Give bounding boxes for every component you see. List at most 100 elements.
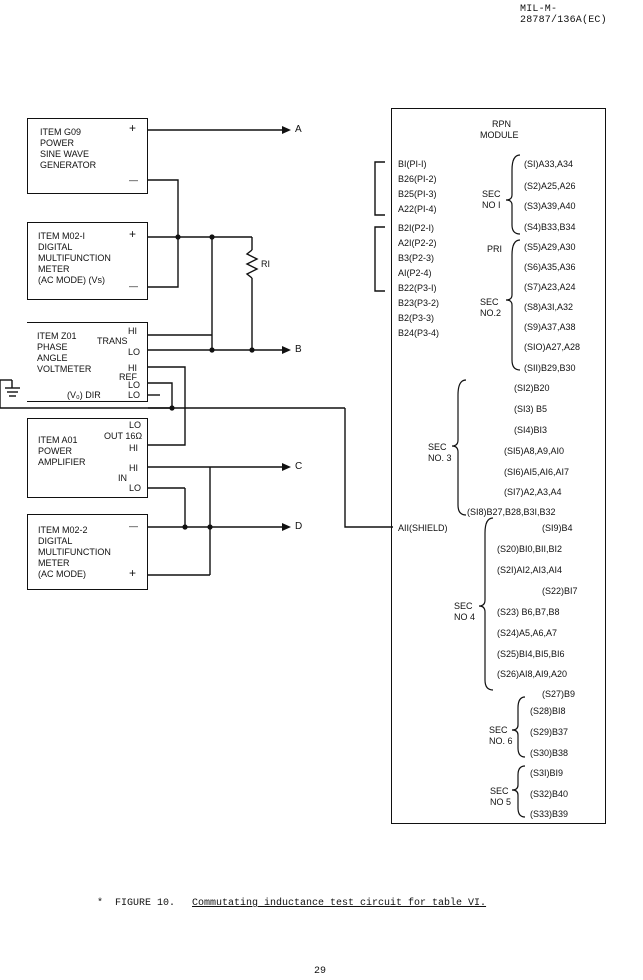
m022-minus: — — [129, 521, 138, 531]
a01-out-lo: LO — [129, 420, 142, 430]
sec5-entry: (S33)B39 — [530, 809, 569, 819]
z01-vo-dir: (V₀) DIR — [67, 390, 101, 400]
sec6-entry: (S28)BI8 — [530, 706, 566, 716]
sec-no3-label: SEC NO. 3 — [428, 442, 452, 463]
sec3-entry: (SI7)A2,A3,A4 — [504, 487, 562, 497]
node-a-label: A — [295, 124, 302, 135]
m022-line2: DIGITAL — [38, 536, 73, 546]
sec-no1-label: SEC NO I — [482, 189, 501, 210]
sec4-entry: (S23) B6,B7,B8 — [497, 607, 560, 617]
sec2-entry: (SII)B29,B30 — [524, 363, 576, 373]
a01-title: ITEM A01 — [38, 435, 78, 445]
document-id: MIL-M-28787/136A(EC) — [520, 4, 607, 26]
pin-label: B23(P3-2) — [398, 298, 440, 308]
pin-label: BI(PI-I) — [398, 159, 427, 169]
node-d-label: D — [295, 521, 303, 532]
m021-title: ITEM M02-I — [38, 231, 86, 241]
g09-minus: — — [129, 175, 138, 185]
sec2-entry: (S7)A23,A24 — [524, 282, 576, 292]
z01-line4: VOLTMETER — [37, 364, 92, 374]
z01-ref-lo: LO — [128, 380, 141, 390]
m021-line5: (AC MODE) (Vs) — [38, 275, 105, 285]
m022-line3: MULTIFUNCTION — [38, 547, 111, 557]
m021-line4: METER — [38, 264, 70, 274]
signal-generator-box: ITEM G09 POWER SINE WAVE GENERATOR + — — [27, 118, 148, 194]
module-title: RPN — [492, 119, 512, 129]
sec4-entry: (S26)AI8,AI9,A20 — [497, 669, 568, 679]
rpn-module-box: RPN MODULE BI(PI-I) B26(PI-2) B25(PI-3) … — [391, 108, 606, 824]
caption-star: * — [97, 898, 104, 909]
a01-out-hi: HI — [129, 443, 138, 453]
sec4-entry: (S22)BI7 — [542, 586, 578, 596]
digital-meter-1-box: ITEM M02-I DIGITAL MULTIFUNCTION METER (… — [27, 222, 148, 300]
node-c-label: C — [295, 461, 303, 472]
sec4-entry: (SI9)B4 — [542, 523, 573, 533]
pin-label: B24(P3-4) — [398, 328, 440, 338]
z01-trans-lo: LO — [128, 347, 141, 357]
z01-line3: ANGLE — [37, 353, 68, 363]
a01-in-lo: LO — [129, 483, 142, 493]
z01-ref: REF — [119, 372, 137, 382]
m021-plus: + — [129, 227, 137, 241]
m021-line3: MULTIFUNCTION — [38, 253, 111, 263]
pin-label: AI(P2-4) — [398, 268, 432, 278]
sec3-entry: (SI8)B27,B28,B3I,B32 — [467, 507, 556, 517]
a01-in: IN — [118, 473, 127, 483]
pin-label: B2I(P2-I) — [398, 223, 435, 233]
sec5-entry: (S32)B40 — [530, 789, 569, 799]
sec4-entry: (S24)A5,A6,A7 — [497, 628, 558, 638]
power-amplifier-box: LO ITEM A01 POWER AMPLIFIER OUT 16Ω HI H… — [27, 418, 148, 498]
m022-line4: METER — [38, 558, 70, 568]
sec3-entry: (SI3) B5 — [514, 404, 548, 414]
digital-meter-2-box: ITEM M02-2 DIGITAL MULTIFUNCTION METER (… — [27, 514, 148, 590]
pin-label: A22(PI-4) — [398, 204, 437, 214]
m022-plus: + — [129, 566, 137, 580]
g09-line2: POWER — [40, 138, 75, 148]
g09-title: ITEM G09 — [40, 127, 82, 137]
sec4-entry: (S27)B9 — [542, 689, 576, 699]
sec2-entry: (S9)A37,A38 — [524, 322, 576, 332]
z01-line2: PHASE — [37, 342, 68, 352]
g09-line3: SINE WAVE — [40, 149, 90, 159]
sec-no2-label: SEC NO.2 — [480, 297, 502, 318]
resistor-label: RI — [261, 259, 270, 269]
pin-label: B22(P3-I) — [398, 283, 437, 293]
module-subtitle: MODULE — [480, 130, 519, 140]
sec-no5-label: SEC NO 5 — [490, 786, 512, 807]
node-b-label: B — [295, 344, 302, 355]
a01-in-hi: HI — [129, 463, 138, 473]
m022-line5: (AC MODE) — [38, 569, 86, 579]
sec4-entry: (S2I)AI2,AI3,AI4 — [497, 565, 563, 575]
sec2-entry: (S5)A29,A30 — [524, 242, 576, 252]
sec2-entry: (SIO)A27,A28 — [524, 342, 581, 352]
pin-label: B2(P3-3) — [398, 313, 435, 323]
sec2-entry: (S8)A3I,A32 — [524, 302, 574, 312]
sec6-entry: (S30)B38 — [530, 748, 569, 758]
sec3-entry: (SI5)A8,A9,AI0 — [504, 446, 565, 456]
phase-angle-voltmeter-box: ITEM Z01 PHASE ANGLE VOLTMETER HI TRANS … — [27, 322, 148, 402]
sec4-entry: (S20)BI0,BII,BI2 — [497, 544, 563, 554]
pin-label: B25(PI-3) — [398, 189, 437, 199]
sec6-entry: (S29)B37 — [530, 727, 569, 737]
z01-ref-hi: HI — [128, 363, 137, 373]
figure-number: FIGURE 10. — [115, 898, 176, 909]
pin-label: B26(PI-2) — [398, 174, 437, 184]
figure-caption: Commutating inductance test circuit for … — [192, 898, 487, 909]
g09-line4: GENERATOR — [40, 160, 97, 170]
z01-trans: TRANS — [97, 336, 128, 346]
sec-no4-label: SEC NO 4 — [454, 601, 476, 622]
sec2-entry: (S6)A35,A36 — [524, 262, 576, 272]
g09-plus: + — [129, 121, 137, 135]
a01-line2: POWER — [38, 446, 73, 456]
pri-label: PRI — [487, 244, 503, 254]
sec4-entry: (S25)BI4,BI5,BI6 — [497, 649, 565, 659]
pin-label: A2I(P2-2) — [398, 238, 437, 248]
sec5-entry: (S3I)BI9 — [530, 768, 564, 778]
m021-line2: DIGITAL — [38, 242, 73, 252]
sec1-entry: (S3)A39,A40 — [524, 201, 576, 211]
a01-out: OUT 16Ω — [104, 431, 143, 441]
shield-pin-label: AII(SHIELD) — [398, 523, 448, 533]
sec-no6-label: SEC NO. 6 — [489, 725, 513, 746]
sec3-entry: (SI2)B20 — [514, 383, 550, 393]
